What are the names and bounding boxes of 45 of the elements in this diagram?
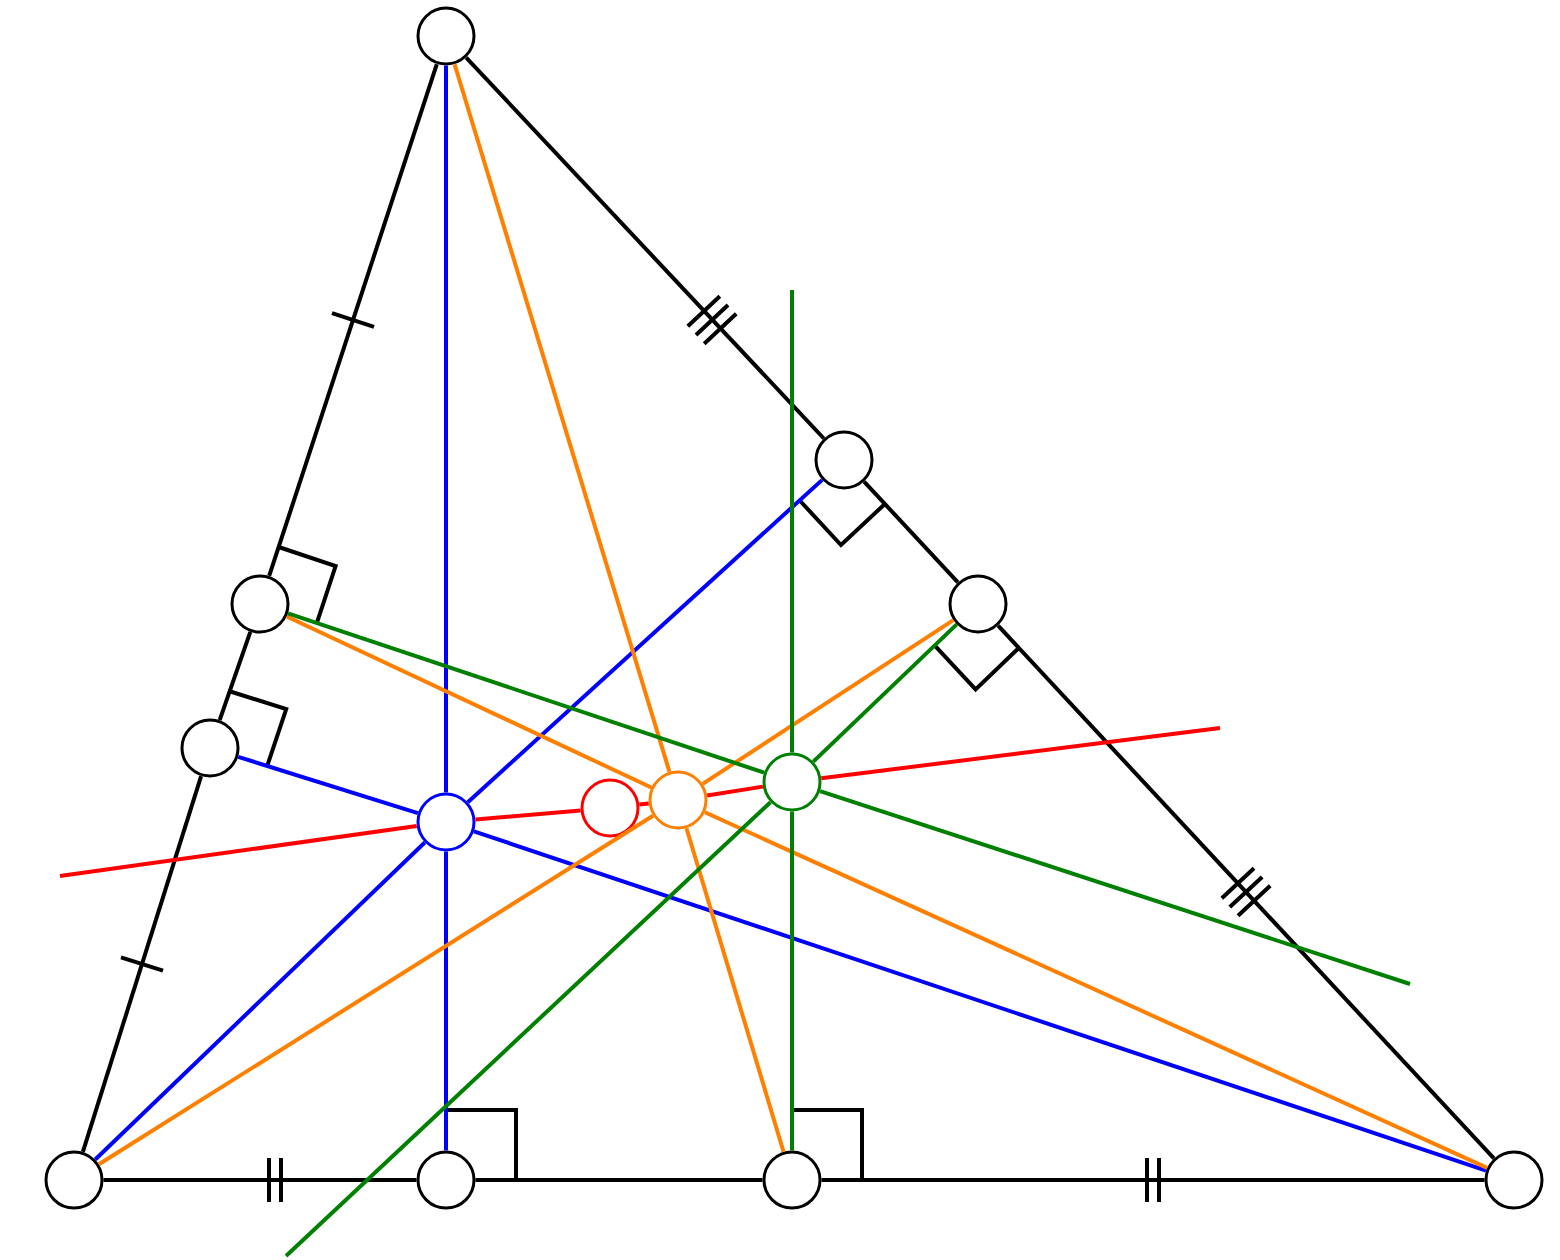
line <box>811 622 959 764</box>
point-circle <box>580 778 640 838</box>
line <box>103 1178 417 1182</box>
line <box>701 618 955 786</box>
line <box>93 841 427 1161</box>
line <box>996 624 1496 1160</box>
point-circle <box>762 752 822 812</box>
line <box>475 1178 763 1182</box>
line <box>862 480 960 584</box>
line <box>704 810 1488 1170</box>
point-circle <box>948 574 1008 634</box>
point-circle <box>180 718 240 778</box>
line <box>59 824 418 878</box>
point-circle <box>44 1150 104 1210</box>
line <box>80 775 204 1153</box>
point-circle <box>648 770 708 830</box>
point-circle <box>814 430 874 490</box>
point-circle <box>762 1150 822 1210</box>
line <box>639 801 649 807</box>
line <box>475 808 581 822</box>
line <box>444 65 448 793</box>
line <box>287 611 765 775</box>
line <box>217 631 253 721</box>
line <box>97 814 655 1166</box>
point-circle <box>230 574 290 634</box>
line <box>464 56 826 440</box>
point-circle <box>416 792 476 852</box>
line <box>790 811 794 1151</box>
line <box>821 726 1221 781</box>
line <box>444 851 448 1151</box>
point-circle <box>416 1150 476 1210</box>
line <box>267 63 439 577</box>
line <box>237 754 419 816</box>
line <box>452 63 672 773</box>
line <box>284 800 772 1258</box>
line <box>821 1178 1485 1182</box>
line <box>285 614 653 790</box>
line <box>684 827 786 1153</box>
line <box>466 478 824 804</box>
point-circle <box>1484 1150 1544 1210</box>
line <box>706 784 764 798</box>
line <box>790 290 794 753</box>
line <box>473 829 1487 1173</box>
point-circle <box>416 6 476 66</box>
line <box>819 789 1411 986</box>
